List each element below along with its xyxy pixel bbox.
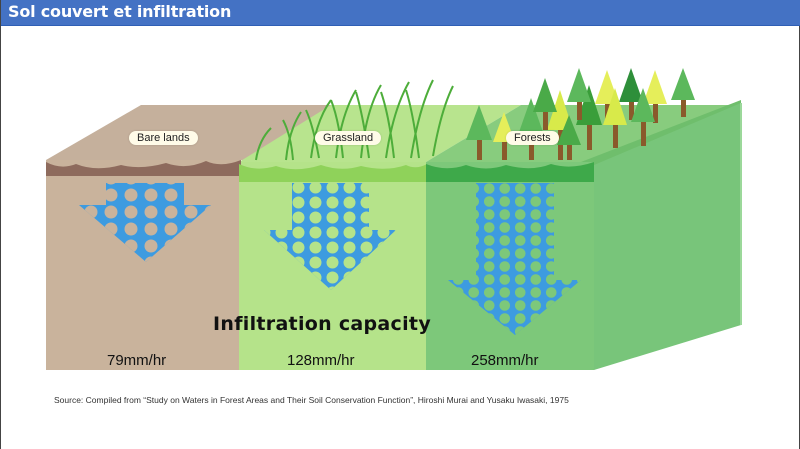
tree-icon [671,68,695,117]
zone-label-forests: Forests [506,131,559,145]
forest-side-face [594,103,741,370]
water-arrow-grassland [264,183,396,290]
tree-icon [533,78,557,130]
tree-icon [643,70,667,123]
tree-icon [631,88,655,146]
tree-icon [603,88,627,148]
tree-icon [576,85,602,150]
grassland-topsoil [239,164,427,182]
tree-icon [557,115,581,160]
rate-bare-lands: 79mm/hr [107,352,167,369]
tree-icon [518,98,544,160]
zone-label-grassland: Grassland [315,131,382,145]
grass-blades [255,79,454,161]
forest-top-surface-right [581,100,741,170]
source-citation: Source: Compiled from “Study on Waters i… [54,395,569,405]
water-arrow-forest [448,183,581,335]
forest-trees [466,68,695,160]
tree-icon [619,68,643,120]
water-arrow-bare-land [79,183,211,262]
bare-land-topsoil [46,160,241,176]
forest-topsoil [426,162,594,182]
infiltration-capacity-caption: Infiltration capacity [213,313,431,335]
slide-title: Sol couvert et infiltration [8,2,232,21]
tree-icon [466,105,492,160]
zone-label-bare-lands: Bare lands [129,131,198,145]
rate-grassland: 128mm/hr [287,352,355,369]
tree-icon [567,68,591,120]
slide-title-bar: Sol couvert et infiltration [1,0,800,26]
rate-forests: 258mm/hr [471,352,539,369]
